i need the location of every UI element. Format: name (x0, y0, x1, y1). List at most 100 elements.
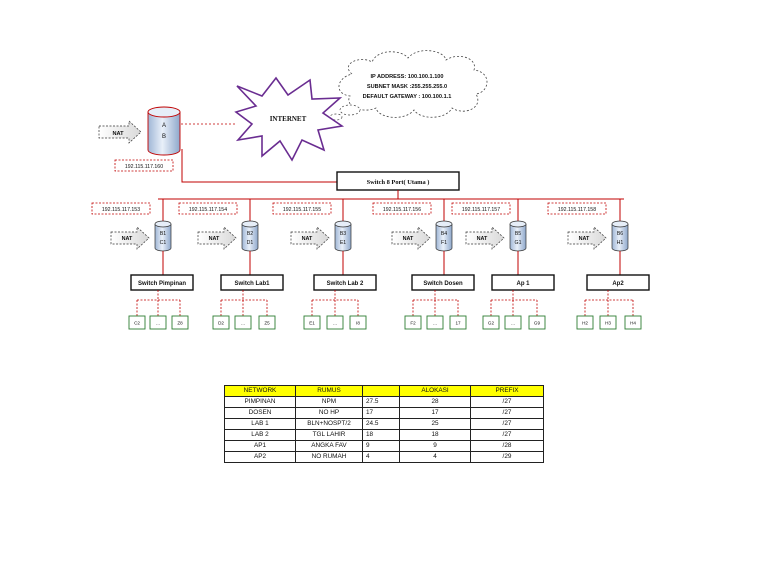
branch-switch (411, 274, 475, 291)
host-label: C2 (134, 321, 140, 326)
host-label: ... (333, 321, 337, 326)
col-rumus: RUMUS (295, 385, 363, 397)
host-label: Z8 (177, 321, 183, 326)
host-box (149, 315, 167, 330)
cloud-subnet-mask: SUBNET MASK :255.255.255.0 (367, 84, 447, 90)
host-label: 17 (455, 321, 461, 326)
cloud-ip-address: IP ADDRESS: 100.100.1.100 (370, 74, 443, 80)
branch-switch-label: Switch Dosen (423, 281, 463, 287)
host-box (258, 315, 276, 330)
internet-star-icon: INTERNET (234, 76, 345, 162)
host-label: G9 (534, 321, 541, 326)
host-box (212, 315, 230, 330)
host-box (326, 315, 344, 330)
table-cell: 28 (399, 396, 471, 408)
branch-switch (313, 274, 377, 291)
branch-ip-box (372, 202, 432, 215)
branch-switch (220, 274, 284, 291)
internet-label: INTERNET (270, 115, 307, 123)
table-cell: /27 (470, 396, 544, 408)
branch-router-line2: F1 (441, 240, 447, 246)
col-value (362, 385, 400, 397)
host-box (449, 315, 467, 330)
branch-router: B2 D1 (241, 220, 259, 252)
col-prefix: PREFIX (470, 385, 544, 397)
branch-router-line2: D1 (247, 240, 254, 246)
main-router-line2: B (162, 134, 166, 140)
branch-5: 192.115.117.157 B5 G1 NAT Ap 1 G2...G9 (451, 199, 555, 330)
branch-router-line1: B6 (617, 231, 623, 237)
branch-ip-box (451, 202, 511, 215)
table-cell: 25 (399, 418, 471, 430)
branch-2: 192.115.117.154 B2 D1 NAT Switch Lab1 D2… (178, 199, 284, 330)
table-cell: 4 (399, 451, 471, 463)
branch-ip-box (547, 202, 607, 215)
branch-ip-label: 192.115.117.155 (283, 207, 321, 213)
table-cell: 24.5 (362, 418, 400, 430)
table-cell: ANGKA FAV (295, 440, 363, 452)
branch-ip-box (272, 202, 332, 215)
host-label: H4 (630, 321, 636, 326)
host-box (404, 315, 422, 330)
branch-1: 192.115.117.153 B1 C1 NAT Switch Pimpina… (91, 199, 194, 330)
branch-router-line2: G1 (515, 240, 522, 246)
table-cell: 9 (362, 440, 400, 452)
branch-ip-label: 192.115.117.153 (102, 207, 140, 213)
branch-router: B6 H1 (611, 220, 629, 252)
table-cell: LAB 2 (224, 429, 296, 441)
branch-nat-arrow: NAT (391, 226, 431, 250)
branch-router-line1: B4 (441, 231, 447, 237)
table-cell: /27 (470, 429, 544, 441)
table-cell: 18 (399, 429, 471, 441)
branch-switch-label: Switch Lab1 (234, 281, 270, 287)
branch-router: B3 E1 (334, 220, 352, 252)
branch-nat-label: NAT (579, 236, 590, 242)
branch-ip-label: 192.115.117.156 (383, 207, 421, 213)
host-label: E1 (309, 321, 315, 326)
main-router-line1: A (162, 123, 166, 129)
host-label: G2 (488, 321, 495, 326)
cloud-default-gateway: DEFAULT GATEWAY : 100.100.1.1 (363, 94, 452, 100)
branch-ip-label: 192.115.117.158 (558, 207, 596, 213)
branch-nat-arrow: NAT (110, 226, 150, 250)
host-box (482, 315, 500, 330)
internet-cloud: IP ADDRESS: 100.100.1.100 SUBNET MASK :2… (329, 50, 488, 121)
host-label: D2 (218, 321, 224, 326)
branch-ip-label: 192.115.117.154 (189, 207, 227, 213)
col-alokasi: ALOKASI (399, 385, 471, 397)
host-label: ... (511, 321, 515, 326)
host-box (624, 315, 642, 330)
branch-4: 192.115.117.156 B4 F1 NAT Switch Dosen F… (372, 199, 475, 330)
table-header-row: NETWORK RUMUS ALOKASI PREFIX (224, 385, 544, 397)
branch-router-line1: B2 (247, 231, 253, 237)
host-box (426, 315, 444, 330)
main-ip-label: 192.115.117.160 (125, 164, 163, 170)
branch-router-line1: B5 (515, 231, 521, 237)
table-cell: 18 (362, 429, 400, 441)
table-cell: 17 (362, 407, 400, 419)
host-label: Z5 (264, 321, 270, 326)
branch-switch-label: Switch Lab 2 (327, 281, 364, 287)
host-label: I8 (356, 321, 360, 326)
table-cell: BLN+NOSPT/2 (295, 418, 363, 430)
main-ip-box (114, 159, 174, 172)
table-cell: /29 (470, 451, 544, 463)
host-label: H3 (605, 321, 611, 326)
table-cell: AP2 (224, 451, 296, 463)
branch-nat-label: NAT (477, 236, 488, 242)
host-box (576, 315, 594, 330)
table-cell: DOSEN (224, 407, 296, 419)
branch-switch (491, 274, 555, 291)
host-label: H2 (582, 321, 588, 326)
branch-router-line2: E1 (340, 240, 346, 246)
branch-router-line2: C1 (160, 240, 167, 246)
branch-nat-arrow: NAT (465, 226, 505, 250)
table-cell: TGL LAHIR (295, 429, 363, 441)
table-cell: AP1 (224, 440, 296, 452)
